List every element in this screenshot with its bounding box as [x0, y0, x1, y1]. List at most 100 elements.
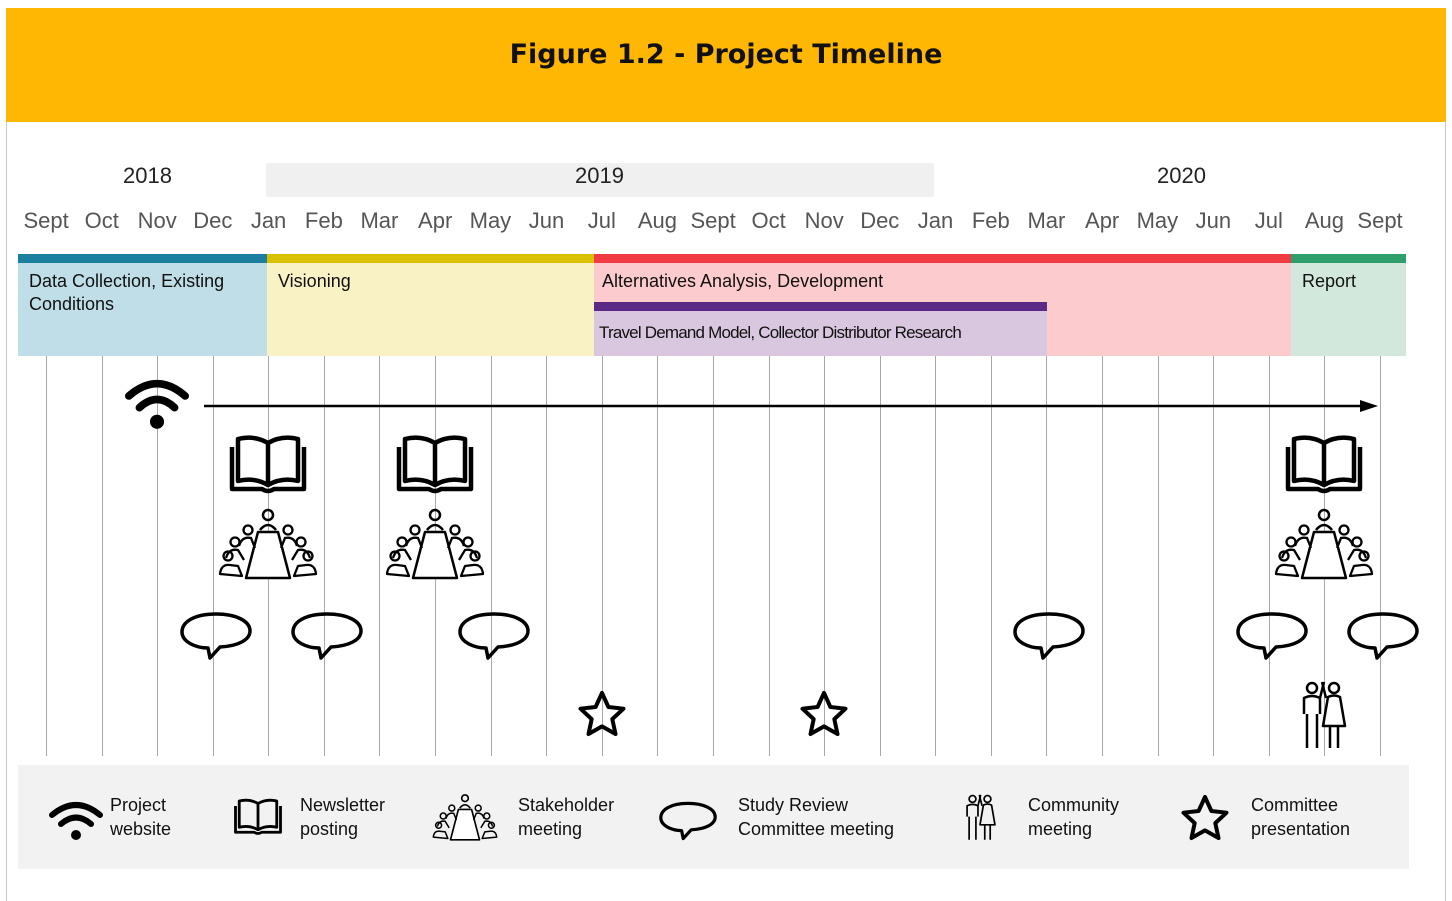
star-icon	[1179, 793, 1231, 847]
speech-bubble-icon	[1345, 611, 1421, 665]
wifi-icon	[48, 801, 104, 845]
legend-label-line2: posting	[300, 819, 359, 839]
phase-report: Report	[1291, 254, 1406, 356]
gridline	[102, 356, 103, 756]
month-label: Sept	[23, 208, 69, 233]
speech-bubble-icon	[289, 611, 365, 665]
gridline	[824, 356, 825, 756]
gridline	[491, 356, 492, 756]
gridline	[602, 356, 603, 756]
month-label: Oct	[84, 208, 119, 233]
star-icon	[798, 689, 850, 743]
month-label: Feb	[304, 208, 343, 233]
phase-bar	[1291, 254, 1406, 263]
gridline	[880, 356, 881, 756]
phase-label: Report	[1302, 271, 1357, 291]
legend-label: Newsletter posting	[300, 793, 385, 841]
year-2019-band	[266, 163, 934, 197]
year-label-2020: 2020	[1157, 163, 1206, 188]
gridline	[157, 356, 158, 756]
legend-label-line2: meeting	[518, 819, 583, 839]
phase-label: Data Collection, Existing Conditions	[29, 271, 225, 314]
legend-label-line1: Stakeholder	[518, 795, 615, 815]
legend-label-line2: website	[110, 819, 172, 839]
month-label: Mar	[360, 208, 399, 233]
phase-bar	[594, 254, 1291, 263]
month-label: Aug	[637, 208, 678, 233]
month-label: Mar	[1027, 208, 1066, 233]
gridline	[769, 356, 770, 756]
gridline	[713, 356, 714, 756]
legend-label: Study Review Committee meeting	[738, 793, 894, 841]
gridline	[379, 356, 380, 756]
book-icon	[228, 431, 308, 499]
subphase-travel-demand-model: Travel Demand Model, Collector Distribut…	[594, 302, 1047, 356]
gridline	[46, 356, 47, 756]
gridline	[1269, 356, 1270, 756]
speech-bubble-icon	[1234, 611, 1310, 665]
month-label: Sept	[1357, 208, 1403, 233]
month-label: Nov	[137, 208, 177, 233]
legend: Project website Newsletter posting Stake…	[18, 765, 1409, 869]
phase-label: Alternatives Analysis, Development	[602, 271, 884, 291]
website-duration-arrow	[204, 400, 1378, 412]
legend-label: Community meeting	[1028, 793, 1119, 841]
gridline	[935, 356, 936, 756]
phase-visioning: Visioning	[267, 254, 594, 356]
book-icon	[1284, 431, 1364, 499]
legend-label-line2: meeting	[1028, 819, 1093, 839]
month-label: Oct	[751, 208, 786, 233]
speech-bubble-icon	[456, 611, 532, 665]
month-label: Aug	[1304, 208, 1344, 233]
month-label: Apr	[418, 208, 453, 233]
figure-title: Figure 1.2 - Project Timeline	[509, 39, 943, 70]
gridline	[1046, 356, 1047, 756]
legend-label-line2: Committee meeting	[738, 819, 895, 839]
subphase-label: Travel Demand Model, Collector Distribut…	[599, 323, 962, 342]
gridline	[213, 356, 214, 756]
month-label: Jan	[250, 208, 287, 233]
people-icon	[963, 793, 997, 847]
legend-label-line1: Project	[110, 795, 167, 815]
star-icon	[576, 689, 628, 743]
legend-label-line1: Committee	[1251, 795, 1339, 815]
speech-bubble-icon	[178, 611, 254, 665]
month-label: Jul	[587, 208, 616, 233]
phase-bar	[267, 254, 594, 263]
gridline	[1102, 356, 1103, 756]
legend-label-line1: Community	[1028, 795, 1120, 815]
legend-label-line2: presentation	[1251, 819, 1351, 839]
month-label: Nov	[804, 208, 844, 233]
month-label: Jun	[1195, 208, 1232, 233]
gridline	[1213, 356, 1214, 756]
phase-label: Visioning	[278, 271, 351, 291]
wifi-icon	[124, 376, 190, 434]
legend-label-line1: Study Review	[738, 795, 849, 815]
month-label: Jan	[917, 208, 954, 233]
month-label: Dec	[193, 208, 233, 233]
gridline	[657, 356, 658, 756]
meeting-icon	[218, 508, 318, 586]
year-label-2019: 2019	[575, 163, 624, 188]
month-label: Dec	[860, 208, 900, 233]
month-label: May	[469, 208, 512, 233]
month-label: Jul	[1254, 208, 1283, 233]
legend-label: Stakeholder meeting	[518, 793, 614, 841]
month-label: Sept	[690, 208, 736, 233]
legend-label-line1: Newsletter	[300, 795, 386, 815]
speech-bubble-icon	[1011, 611, 1087, 665]
gridline	[1380, 356, 1381, 756]
month-label: Feb	[971, 208, 1010, 233]
book-icon	[230, 796, 286, 840]
meeting-icon	[1274, 508, 1374, 586]
month-label: Apr	[1085, 208, 1120, 233]
phase-bar	[18, 254, 267, 263]
people-icon	[1298, 680, 1348, 756]
gridline	[546, 356, 547, 756]
legend-label: Project website	[110, 793, 171, 841]
gridline	[324, 356, 325, 756]
gridline	[1158, 356, 1159, 756]
meeting-icon	[385, 508, 485, 586]
subphase-bar	[594, 302, 1047, 311]
figure-header	[6, 8, 1446, 122]
